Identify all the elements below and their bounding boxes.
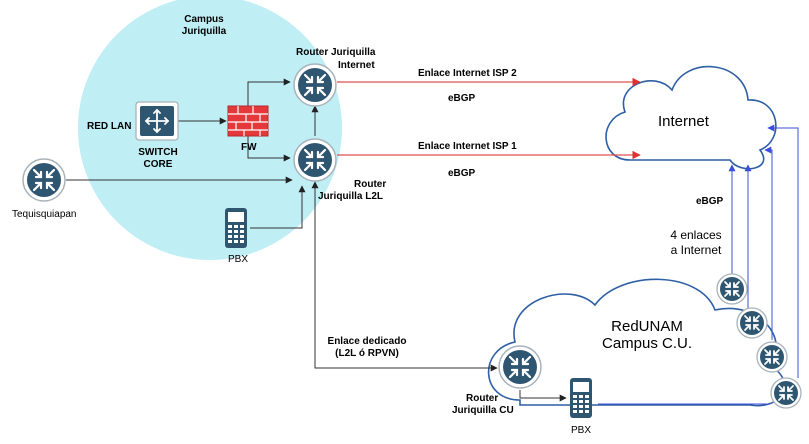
- link-cu-internet-3: [764, 146, 773, 340]
- internet-cloud-label: Internet: [658, 113, 709, 130]
- cu-ebgp-label: eBGP: [696, 196, 724, 207]
- internet-cloud: [605, 65, 777, 170]
- link-fw-router-internet: [247, 78, 291, 108]
- campus-title-line1: Campus: [184, 14, 224, 25]
- router-l2l-label-2: Juriquilla L2L: [318, 191, 384, 202]
- cu-links-count-1: 4 enlaces: [670, 228, 722, 242]
- isp2-protocol: eBGP: [448, 93, 476, 104]
- dedicated-link-label-2: (L2L ó RPVN): [335, 348, 399, 359]
- router-cu-label-2: Juriquilla CU: [452, 405, 514, 416]
- red-lan-label: RED LAN: [87, 121, 132, 132]
- switch-core-icon: [135, 101, 179, 141]
- pbx-cu-label: PBX: [571, 425, 592, 436]
- dedicated-link-label-1: Enlace dedicado: [327, 336, 407, 347]
- link-cu-internet-4: [767, 124, 799, 378]
- firewall-icon: [227, 105, 269, 137]
- switch-core-label: SWITCH CORE: [130, 147, 186, 171]
- router-cu-label-1: Router: [466, 393, 499, 404]
- switch-core-label-1: SWITCH: [138, 147, 178, 158]
- router-juriquilla-cu-icon: [497, 344, 543, 390]
- router-cu-edge-2-icon: [736, 307, 768, 339]
- isp1-protocol: eBGP: [448, 168, 476, 179]
- router-tequisquiapan-icon: [21, 157, 67, 203]
- firewall-label: FW: [241, 142, 257, 153]
- router-internet-label-1: Router Juriquilla: [296, 47, 376, 58]
- tequisquiapan-label: Tequisquiapan: [12, 209, 77, 220]
- link-fw-router-l2l: [247, 136, 291, 162]
- link-cu-pbx: [519, 390, 567, 402]
- isp2-label: Enlace Internet ISP 2: [418, 68, 517, 79]
- link-pbx-router: [250, 185, 306, 229]
- isp1-label: Enlace Internet ISP 1: [418, 141, 517, 152]
- switch-core-label-2: CORE: [143, 159, 173, 170]
- router-juriquilla-internet-icon: [292, 62, 338, 108]
- cu-links-count-label: 4 enlaces a Internet: [660, 228, 732, 258]
- router-cu-edge-1-icon: [716, 273, 748, 305]
- router-l2l-label-1: Router: [354, 179, 387, 190]
- cu-links-count-2: a Internet: [670, 243, 722, 257]
- pbx-campus-label: PBX: [228, 254, 249, 265]
- router-cu-edge-3-icon: [756, 341, 788, 373]
- redunam-label-1: RedUNAM: [611, 318, 683, 335]
- router-juriquilla-l2l-icon: [292, 137, 338, 183]
- link-dedicated: [311, 181, 498, 372]
- redunam-label: RedUNAM Campus C.U.: [592, 318, 702, 352]
- pbx-campus-icon: [225, 208, 247, 248]
- pbx-cu-icon: [570, 378, 592, 418]
- campus-title-line2: Juriquilla: [181, 26, 227, 37]
- dedicated-link-label: Enlace dedicado (L2L ó RPVN): [322, 336, 412, 360]
- router-cu-edge-4-icon: [770, 377, 802, 409]
- campus-area: [78, 0, 342, 260]
- campus-title: Campus Juriquilla: [168, 14, 240, 38]
- redunam-label-2: Campus C.U.: [601, 335, 693, 352]
- router-internet-label-2: Internet: [338, 60, 375, 71]
